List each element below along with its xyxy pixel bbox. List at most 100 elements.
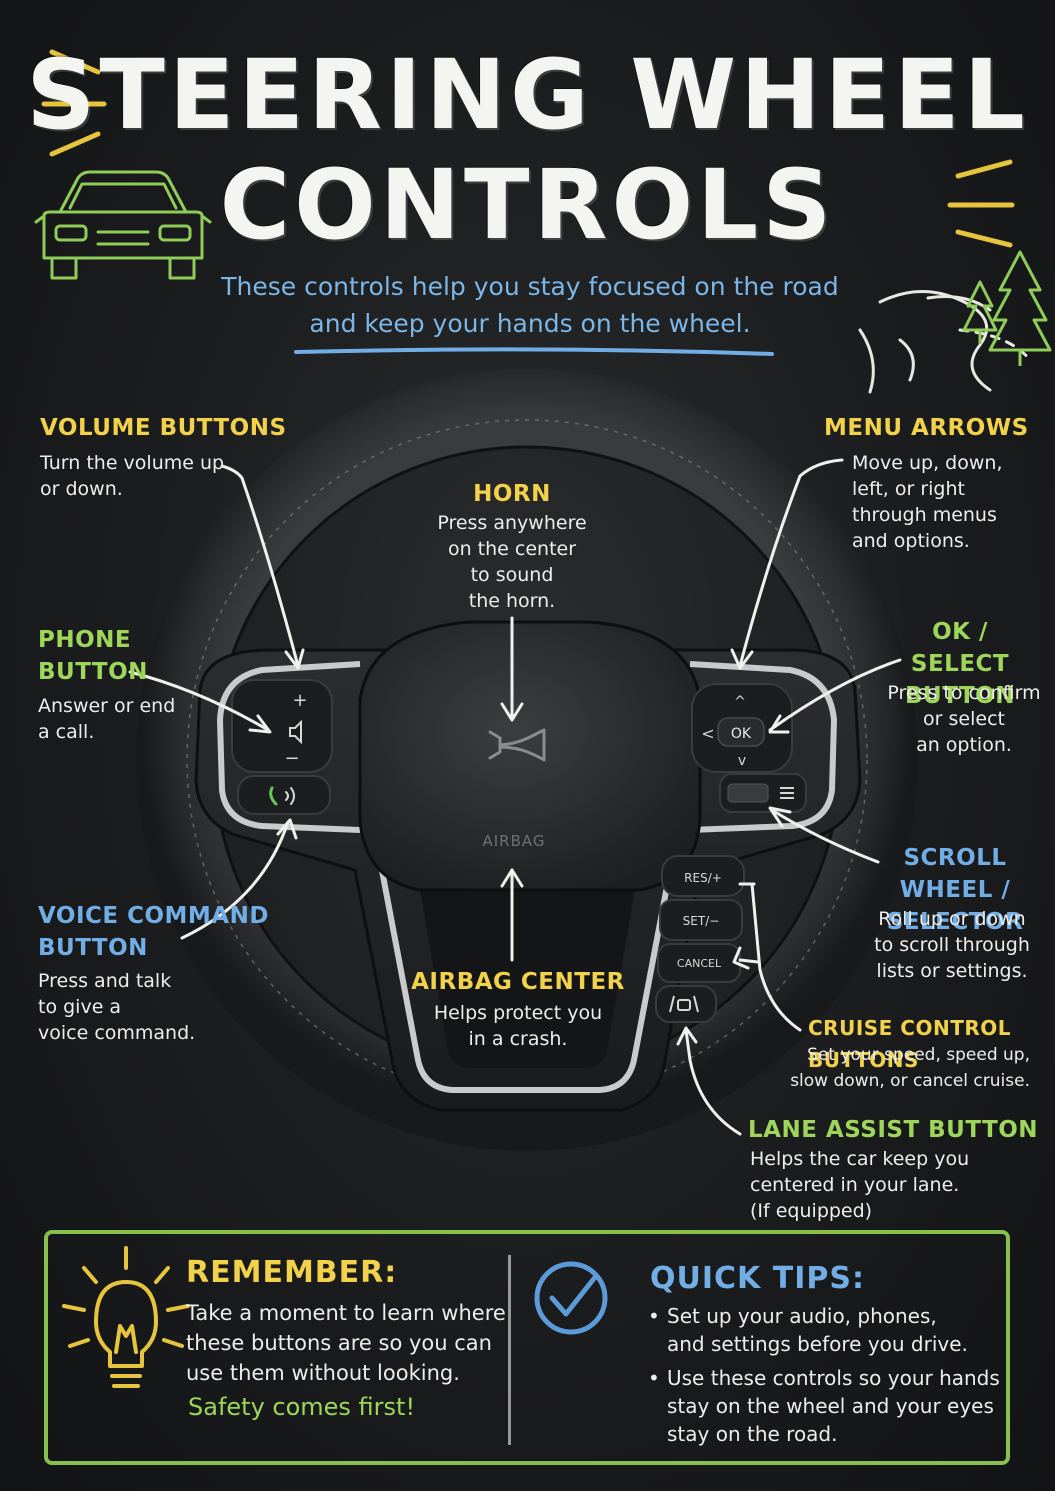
arrowhead-horn: [500, 702, 524, 722]
menu-icon: [780, 787, 794, 799]
voice-icon: [285, 787, 295, 805]
ok-button-label: OK: [731, 726, 752, 742]
phone-button[interactable]: [237, 775, 331, 815]
tip-2-line-2: stay on the wheel and your eyes: [667, 1394, 994, 1418]
lane-desc-line-3: (If equipped): [750, 1200, 873, 1222]
horn-icon: [488, 728, 546, 762]
scroll-wheel[interactable]: [727, 783, 769, 803]
arrowhead-scroll: [768, 806, 792, 828]
subtitle-line-2: and keep your hands on the wheel.: [309, 309, 751, 338]
volume-plus: +: [292, 690, 307, 711]
voice-heading-line-2: Button: [38, 935, 148, 961]
volume-heading: Volume Buttons: [40, 415, 287, 441]
phone-heading: Phone Button: [38, 624, 148, 688]
ok-heading: OK / Select Button: [880, 616, 1040, 712]
menu-desc-line-1: Move up, down,: [852, 452, 1003, 474]
arrow-menu: [738, 458, 844, 668]
airbag-text: AIRBAG: [482, 832, 545, 850]
quick-tips-heading: QUICK TIPS:: [650, 1261, 865, 1296]
scroll-desc-line-3: lists or settings.: [876, 960, 1028, 982]
scroll-desc-line-2: to scroll through: [874, 934, 1030, 956]
ok-button[interactable]: [717, 717, 765, 747]
menu-arrow-down: v: [738, 753, 746, 769]
remember-line-1: Take a moment to learn where: [186, 1301, 506, 1325]
ok-desc-line-3: an option.: [916, 734, 1012, 756]
left-chrome-trim: [216, 661, 361, 833]
ok-desc-line-2: or select: [923, 708, 1005, 730]
volume-rocker[interactable]: [231, 679, 333, 773]
arrow-lane: [684, 1028, 742, 1136]
arrowhead-cruise: [732, 946, 750, 970]
voice-desc-line-3: voice command.: [38, 1022, 196, 1044]
tip-2-line-1: Use these controls so your hands: [667, 1366, 1000, 1390]
arrow-ok: [768, 658, 902, 732]
arrow-scroll: [770, 808, 880, 864]
safety-emphasis: Safety comes first!: [188, 1393, 416, 1421]
lane-desc-line-2: centered in your lane.: [750, 1174, 960, 1196]
tip-1-bullet: •: [648, 1304, 660, 1328]
menu-arrow-left: <: [701, 724, 714, 743]
lane-assist-button[interactable]: [655, 985, 717, 1023]
arrowhead-voice: [276, 818, 298, 840]
arrow-group: [128, 458, 902, 1136]
title-line-2: CONTROLS: [219, 149, 836, 261]
lightbulb-icon: [62, 1246, 190, 1388]
bottom-info-box: [44, 1230, 1010, 1465]
tree-icon: [962, 250, 1052, 366]
phone-desc-line-1: Answer or end: [38, 695, 176, 717]
airbag-desc-line-1: Helps protect you: [433, 1002, 603, 1024]
ok-description: Press to confirm or select an option.: [880, 680, 1048, 758]
right-chrome-trim: [689, 661, 838, 833]
ok-heading-line-1: OK / Select: [910, 619, 1010, 677]
scroll-desc-line-1: Roll up or down: [878, 908, 1026, 930]
lower-spoke-opening: [420, 890, 635, 1068]
horn-heading: Horn: [473, 481, 551, 507]
phone-icon: [269, 786, 278, 806]
arrowhead-ok: [768, 714, 790, 734]
chalk-decorations: [34, 49, 1052, 394]
tip-2: Use these controls so your hands stay on…: [667, 1364, 1000, 1448]
menu-desc-line-4: and options.: [852, 530, 970, 552]
airbag-description: Helps protect you in a crash.: [392, 1000, 644, 1052]
menu-heading: Menu Arrows: [824, 415, 1029, 441]
airbag-desc-line-2: in a crash.: [468, 1028, 568, 1050]
lower-chrome-trim: [377, 859, 675, 1093]
tip-2-line-3: stay on the road.: [667, 1422, 838, 1446]
phone-heading-line-2: Button: [38, 659, 148, 685]
volume-desc-line-2: or down.: [40, 478, 123, 500]
lane-heading: Lane Assist Button: [748, 1117, 1039, 1143]
scroll-heading: Scroll Wheel / Selector: [860, 842, 1050, 938]
scroll-heading-line-2: Selector: [886, 909, 1024, 935]
voice-heading: Voice Command Button: [38, 900, 269, 964]
horn-desc-line-1: Press anywhere: [437, 512, 587, 534]
arrow-phone: [128, 670, 270, 732]
arrow-voice: [180, 820, 290, 940]
horn-desc-line-2: on the center: [447, 538, 577, 560]
voice-heading-line-1: Voice Command: [38, 903, 269, 929]
checkmark-icon: [534, 1261, 608, 1335]
arrowhead-menu: [730, 648, 754, 670]
scroll-description: Roll up or down to scroll through lists …: [860, 906, 1044, 984]
arrowhead-lane: [676, 1026, 698, 1046]
arrow-cruise-tick-2: [738, 958, 760, 964]
cruise-res-button[interactable]: [661, 855, 745, 897]
remember-line-3: use them without looking.: [186, 1361, 460, 1385]
remember-text: Take a moment to learn where these butto…: [186, 1298, 506, 1388]
arrowhead-airbag: [500, 868, 524, 888]
voice-desc-line-1: Press and talk: [38, 970, 172, 992]
box-divider: [508, 1255, 511, 1445]
lane-desc-line-1: Helps the car keep you: [750, 1148, 970, 1170]
subtitle-line-1: These controls help you stay focused on …: [221, 272, 839, 301]
airbag-heading: Airbag Center: [411, 969, 625, 995]
menu-desc-line-3: through menus: [852, 504, 997, 526]
arrow-volume: [220, 464, 300, 668]
chalk-accent-marks: [41, 49, 1015, 248]
phone-description: Answer or end a call.: [38, 693, 175, 745]
menu-arrow-up: ^: [734, 694, 746, 710]
tip-1-line-1: Set up your audio, phones,: [667, 1304, 937, 1328]
cruise-set-button[interactable]: [659, 899, 743, 941]
tip-2-bullet: •: [648, 1366, 660, 1390]
